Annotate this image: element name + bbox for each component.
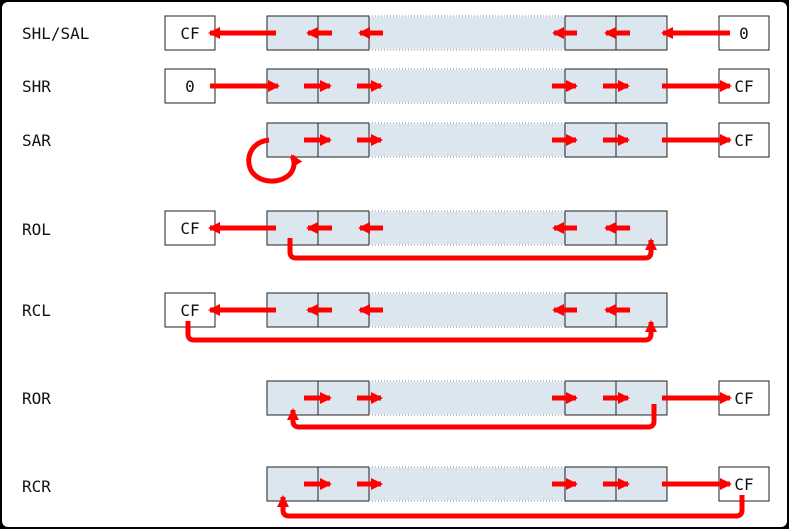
svg-text:CF: CF xyxy=(734,131,753,150)
row-label-ror: ROR xyxy=(22,389,51,408)
svg-text:CF: CF xyxy=(180,301,199,320)
row-label-shl-sal: SHL/SAL xyxy=(22,24,89,43)
svg-text:0: 0 xyxy=(185,77,195,96)
svg-text:CF: CF xyxy=(734,77,753,96)
register-rcl xyxy=(266,292,668,328)
sar-right-box: CF xyxy=(718,122,770,158)
register-rol xyxy=(266,210,668,246)
sar-arrows xyxy=(246,134,732,184)
svg-text:CF: CF xyxy=(734,389,753,408)
row-label-shr: SHR xyxy=(22,77,51,96)
row-label-sar: SAR xyxy=(22,131,51,150)
ror-arrows xyxy=(287,392,732,430)
row-label-rol: ROL xyxy=(22,220,51,239)
rcr-arrows xyxy=(277,478,745,519)
register-shr xyxy=(266,68,668,104)
svg-text:0: 0 xyxy=(739,24,749,43)
row-label-rcr: RCR xyxy=(22,477,51,496)
rcl-left-box: CF xyxy=(164,292,216,328)
shr-left-box: 0 xyxy=(164,68,216,104)
register-rcr xyxy=(266,466,668,502)
svg-text:CF: CF xyxy=(180,24,199,43)
shl-sal-left-box: CF xyxy=(164,15,216,51)
row-label-rcl: RCL xyxy=(22,301,51,320)
svg-text:CF: CF xyxy=(734,475,753,494)
register-sar xyxy=(266,122,668,158)
rcl-arrows xyxy=(185,304,657,343)
shr-right-box: CF xyxy=(718,68,770,104)
svg-text:CF: CF xyxy=(180,219,199,238)
rol-left-box: CF xyxy=(164,210,216,246)
rol-arrows xyxy=(208,222,657,261)
